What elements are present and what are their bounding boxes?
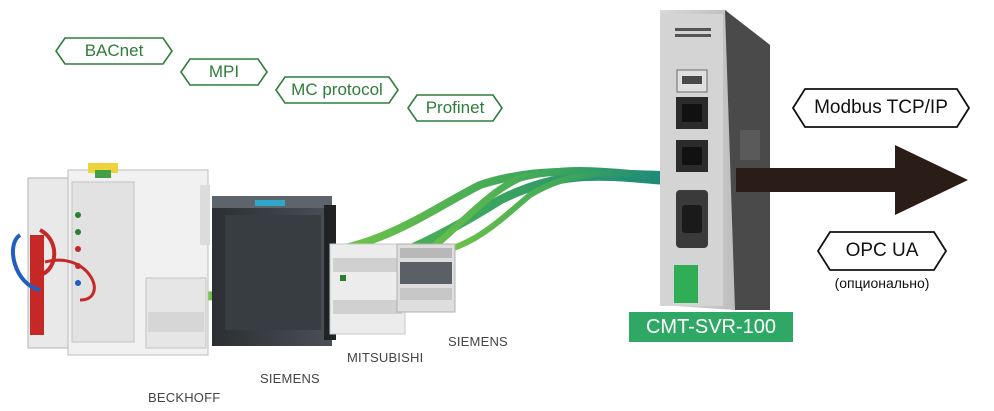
tag-outline: [407, 94, 503, 122]
brand-label-siemens-s7: SIEMENS: [448, 334, 508, 349]
brand-label-siemens: SIEMENS: [260, 371, 320, 386]
siemens-s7-device: [396, 243, 456, 313]
protocol-tag-mpi: MPI: [180, 58, 268, 86]
output-arrow: [736, 145, 968, 215]
protocol-tag-profinet: Profinet: [407, 94, 503, 122]
brand-label-beckhoff: BECKHOFF: [148, 390, 221, 405]
opcua-label: OPC UA: [845, 240, 919, 261]
gateway-model-label: CMT-SVR-100: [629, 312, 793, 342]
cable-siemens-2: [417, 169, 663, 258]
tag-outline: [817, 231, 947, 271]
tag-outline: [275, 76, 399, 104]
protocol-tag-label: Profinet: [425, 98, 485, 117]
beckhoff-io-device: [10, 163, 210, 356]
mitsubishi-plc-device: [329, 243, 406, 335]
modbus-label: Modbus TCP/IP: [814, 97, 948, 118]
tag-outline: [180, 58, 268, 86]
output-tag-modbus: Modbus TCP/IP: [792, 88, 970, 128]
protocol-tag-label: MPI: [208, 62, 240, 81]
gateway-device: [660, 10, 770, 310]
protocol-tag-bacnet: BACnet: [55, 37, 173, 65]
tag-outline: [55, 37, 173, 65]
output-tag-opcua: OPC UA: [817, 231, 947, 271]
siemens-plc-device: [212, 196, 336, 346]
protocol-tag-mc-protocol: MC protocol: [275, 76, 399, 104]
opcua-optional-note: (опционально): [834, 275, 930, 291]
brand-label-mitsubishi: MITSUBISHI: [347, 350, 424, 365]
protocol-tag-label: BACnet: [84, 41, 144, 60]
tag-outline: [792, 88, 970, 128]
protocol-tag-label: MC protocol: [291, 80, 383, 99]
